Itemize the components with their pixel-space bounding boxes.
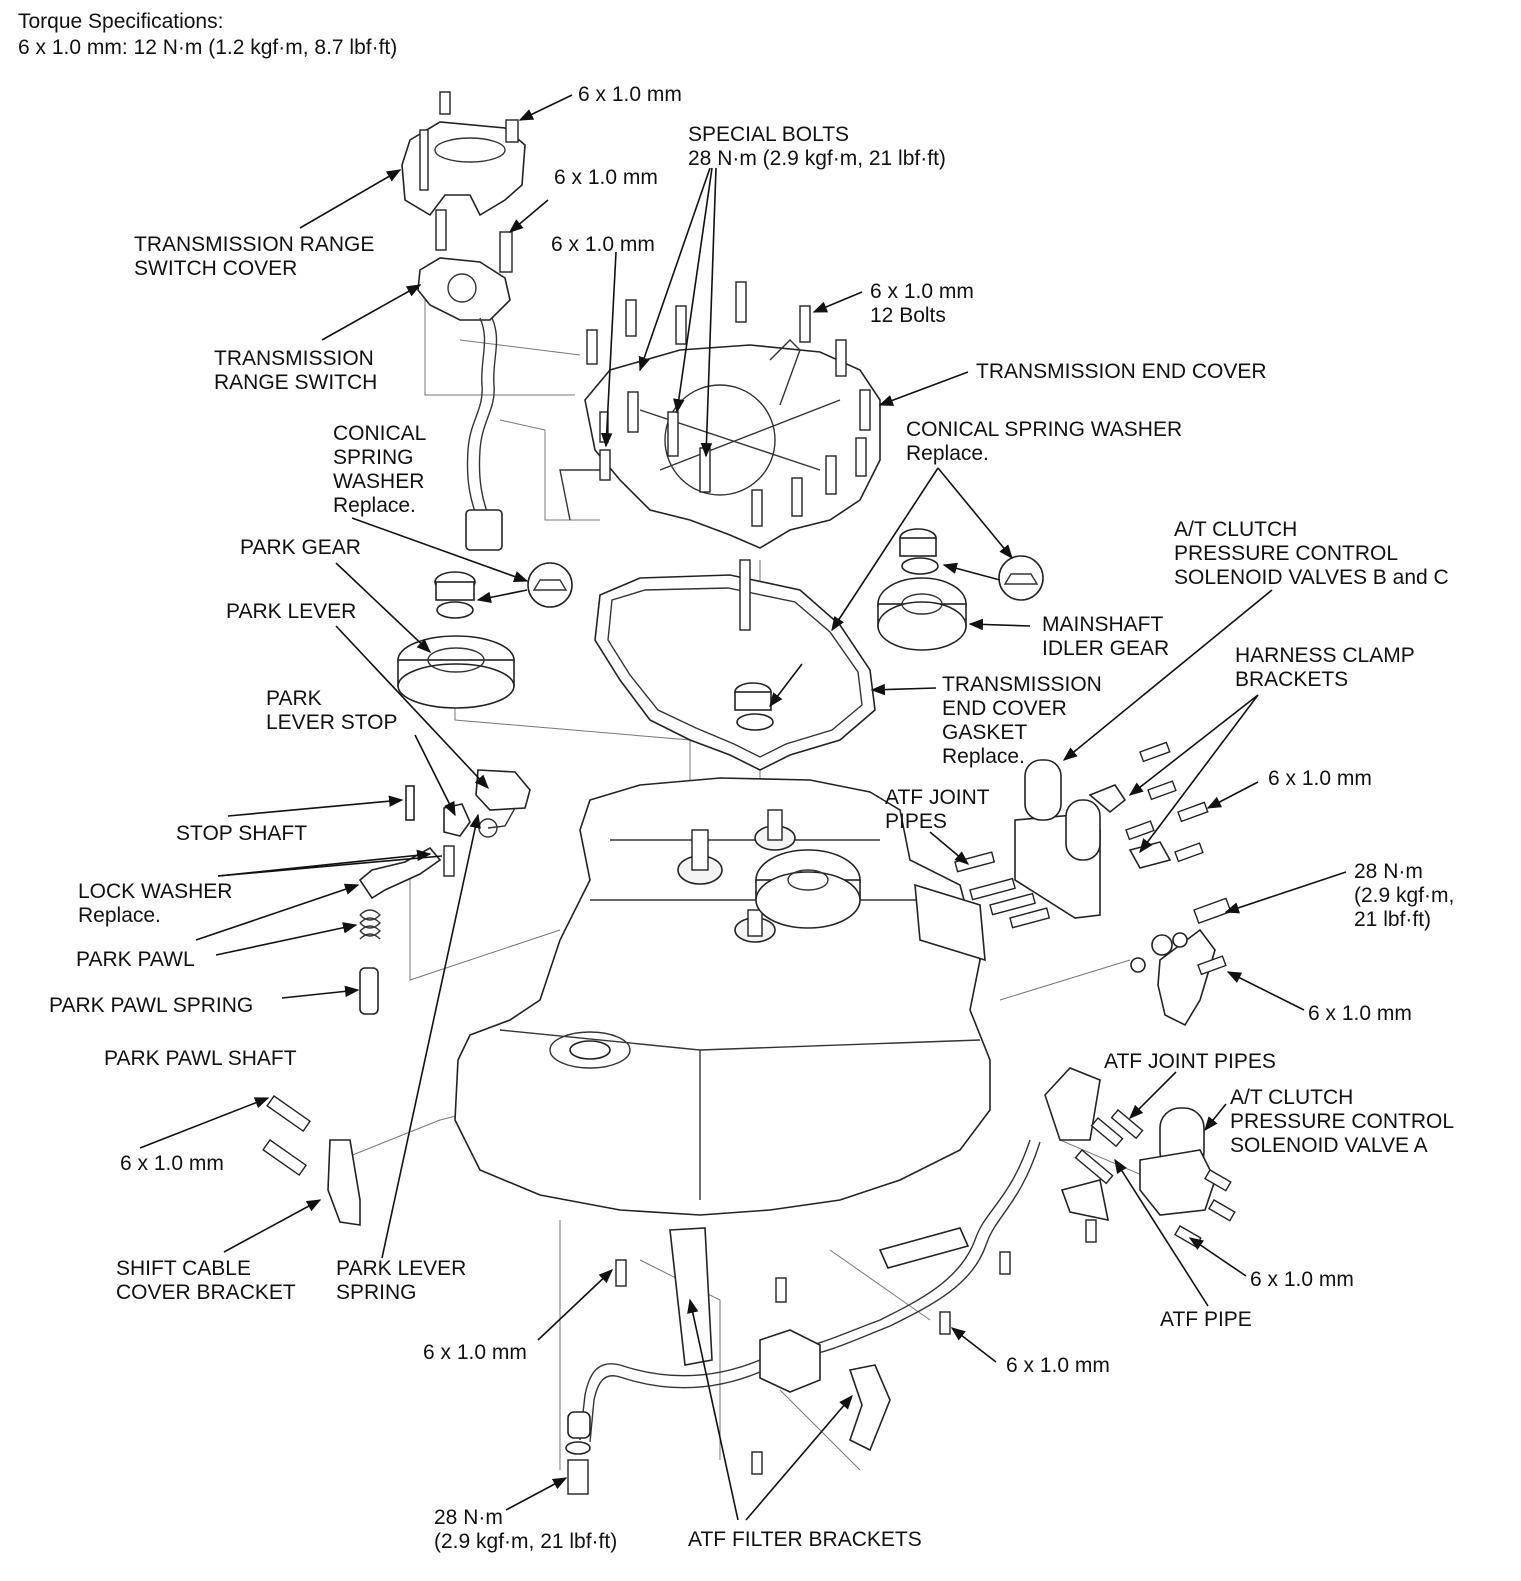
mainshaft-idler-gear — [877, 528, 967, 651]
loose-bolts — [262, 1095, 1097, 1475]
park-pawl — [358, 846, 442, 900]
park-gear — [397, 571, 515, 709]
label-atf-joint-top-2: PIPES — [885, 810, 947, 833]
label-bolt-cover: 6 x 1.0 mm — [554, 166, 658, 189]
conical-washer-icon-right — [998, 555, 1044, 601]
transmission-range-switch-cover — [401, 91, 526, 273]
label-atf-filter-brackets: ATF FILTER BRACKETS — [688, 1528, 922, 1551]
label-gasket-1: TRANSMISSION — [942, 673, 1102, 696]
label-torque28-1: 28 N·m — [1354, 860, 1423, 883]
torque-spec-title: Torque Specifications: — [18, 10, 223, 33]
stop-shaft — [405, 785, 415, 821]
leader-lines — [139, 94, 1347, 1521]
label-park-pawl: PARK PAWL — [76, 948, 195, 971]
label-csw-left-4: Replace. — [333, 494, 416, 517]
label-csw-left-2: SPRING — [333, 446, 414, 469]
park-lever-stop — [443, 803, 471, 877]
solenoid-valve-a — [1139, 1107, 1236, 1248]
label-csw-left-1: CONICAL — [333, 422, 426, 445]
label-park-pawl-spring: PARK PAWL SPRING — [49, 994, 253, 1017]
label-trs-cover-1: TRANSMISSION RANGE — [134, 233, 374, 256]
label-mainshaft-1: MAINSHAFT — [1042, 613, 1164, 636]
label-park-lever-stop-2: LEVER STOP — [266, 711, 398, 734]
label-lock-washer-2: Replace. — [78, 904, 161, 927]
label-lock-washer-1: LOCK WASHER — [78, 880, 232, 903]
label-bolt-top: 6 x 1.0 mm — [578, 83, 682, 106]
park-lever — [475, 769, 531, 838]
label-bolt-right-2: 6 x 1.0 mm — [1308, 1002, 1412, 1025]
label-park-pawl-shaft: PARK PAWL SHAFT — [104, 1047, 297, 1070]
alignment-guides — [339, 290, 1201, 1471]
label-csw-left-3: WASHER — [333, 470, 424, 493]
torque-spec-value: 6 x 1.0 mm: 12 N·m (1.2 kgf·m, 8.7 lbf·f… — [18, 36, 397, 59]
atf-joint-plate-right — [1044, 1067, 1144, 1185]
label-atf-joint-top-1: ATF JOINT — [885, 786, 990, 809]
solenoid-valves-b-c — [1014, 759, 1101, 919]
atf-pipe-filter-assembly — [565, 1139, 1110, 1495]
label-csw-right-1: CONICAL SPRING WASHER — [906, 418, 1182, 441]
label-bolt-bottom-left: 6 x 1.0 mm — [423, 1341, 527, 1364]
label-gasket-2: END COVER — [942, 697, 1067, 720]
label-harness-2: BRACKETS — [1235, 668, 1348, 691]
label-sol-bc-2: PRESSURE CONTROL — [1174, 542, 1398, 565]
label-scc-bracket-1: SHIFT CABLE — [116, 1257, 251, 1280]
label-end-cover: TRANSMISSION END COVER — [976, 360, 1267, 383]
label-bolt-switch: 6 x 1.0 mm — [551, 233, 655, 256]
label-gasket-3: GASKET — [942, 721, 1027, 744]
label-torque28-2: (2.9 kgf·m, — [1354, 884, 1454, 907]
label-torque28-3: 21 lbf·ft) — [1354, 908, 1431, 931]
label-bolt-right-3: 6 x 1.0 mm — [1250, 1268, 1354, 1291]
label-trs-1: TRANSMISSION — [214, 347, 374, 370]
label-stop-shaft: STOP SHAFT — [176, 822, 307, 845]
park-pawl-shaft — [359, 967, 379, 1015]
transmission-end-cover-gasket — [594, 559, 876, 771]
label-bolt-bottom-right: 6 x 1.0 mm — [1006, 1354, 1110, 1377]
label-park-gear: PARK GEAR — [240, 536, 361, 559]
label-bolt-right-1: 6 x 1.0 mm — [1268, 767, 1372, 790]
label-trs-cover-2: SWITCH COVER — [134, 257, 297, 280]
conical-washer-icon-left — [527, 562, 573, 608]
label-sol-bc-1: A/T CLUTCH — [1174, 518, 1297, 541]
label-special-bolts: SPECIAL BOLTS — [688, 123, 849, 146]
label-park-lever: PARK LEVER — [226, 600, 356, 623]
label-pl-spring-1: PARK LEVER — [336, 1257, 466, 1280]
label-12-bolts-size: 6 x 1.0 mm — [870, 280, 974, 303]
label-gasket-4: Replace. — [942, 745, 1025, 768]
label-sol-a-2: PRESSURE CONTROL — [1230, 1110, 1454, 1133]
callout-labels: 6 x 1.0 mm SPECIAL BOLTS 28 N·m (2.9 kgf… — [49, 83, 1454, 1553]
end-cover-bolts — [586, 281, 871, 527]
park-pawl-spring — [359, 909, 381, 940]
transmission-case — [454, 777, 991, 1216]
label-harness-1: HARNESS CLAMP — [1235, 644, 1415, 667]
label-12-bolts: 12 Bolts — [870, 304, 946, 327]
label-trs-2: RANGE SWITCH — [214, 371, 377, 394]
label-sol-a-3: SOLENOID VALVE A — [1230, 1134, 1428, 1157]
label-scc-bracket-2: COVER BRACKET — [116, 1281, 296, 1304]
label-pl-spring-2: SPRING — [336, 1281, 417, 1304]
label-bolt-left: 6 x 1.0 mm — [120, 1152, 224, 1175]
label-atf-joint-right: ATF JOINT PIPES — [1104, 1050, 1276, 1073]
label-mainshaft-2: IDLER GEAR — [1042, 637, 1169, 660]
label-sol-a-1: A/T CLUTCH — [1230, 1086, 1353, 1109]
label-special-bolts-torque: 28 N·m (2.9 kgf·m, 21 lbf·ft) — [688, 147, 946, 170]
label-park-lever-stop-1: PARK — [266, 687, 322, 710]
label-sol-bc-3: SOLENOID VALVES B and C — [1174, 566, 1449, 589]
label-atf-pipe: ATF PIPE — [1160, 1308, 1252, 1331]
atf-joint-pipe-plate — [914, 851, 1051, 962]
label-torque-bottom-1: 28 N·m — [434, 1506, 503, 1529]
transmission-range-switch — [417, 257, 511, 551]
transmission-end-cover — [559, 339, 881, 549]
gasket-center-washer — [734, 682, 774, 731]
atf-pipe-bracket-right — [1130, 897, 1232, 1027]
label-torque-bottom-2: (2.9 kgf·m, 21 lbf·ft) — [434, 1530, 617, 1553]
harness-clamp-brackets — [1088, 741, 1209, 869]
label-csw-right-2: Replace. — [906, 442, 989, 465]
